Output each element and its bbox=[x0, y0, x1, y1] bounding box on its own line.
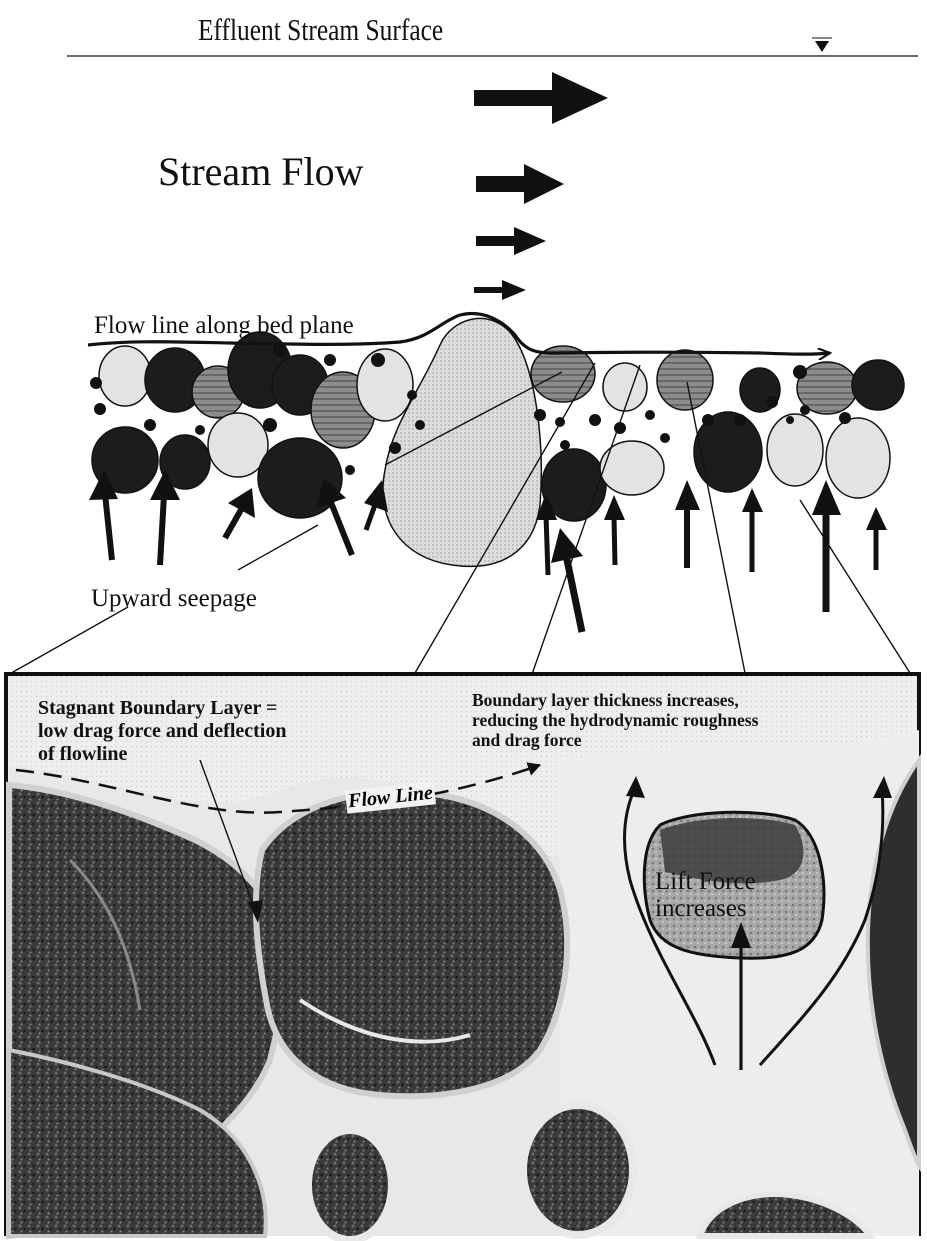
lift-label-line: increases bbox=[655, 895, 756, 922]
boundary-label-line: Boundary layer thickness increases, bbox=[472, 690, 758, 710]
right-arrow-icon bbox=[474, 280, 526, 300]
inset-grain-small-2 bbox=[523, 1105, 633, 1235]
right-arrow-icon bbox=[474, 72, 608, 124]
up-arrow-icon bbox=[866, 507, 887, 570]
right-arrow-icon bbox=[476, 164, 564, 204]
water-surface-label: Effluent Stream Surface bbox=[198, 12, 443, 48]
flow-velocity-arrows bbox=[474, 72, 608, 300]
boundary-label-line: and drag force bbox=[472, 730, 758, 750]
water-level-triangle-icon bbox=[815, 41, 829, 52]
inset-grain-small-1 bbox=[308, 1130, 392, 1240]
stagnant-boundary-label: Stagnant Boundary Layer = low drag force… bbox=[38, 697, 287, 766]
lift-label-line: Lift Force bbox=[655, 868, 756, 895]
right-arrow-icon bbox=[476, 227, 546, 255]
stream-flow-label: Stream Flow bbox=[158, 148, 364, 195]
up-arrow-icon bbox=[225, 488, 255, 538]
stagnant-label-line: of flowline bbox=[38, 743, 287, 766]
up-arrow-icon bbox=[316, 478, 352, 555]
upward-seepage-label: Upward seepage bbox=[91, 585, 257, 613]
up-arrow-icon bbox=[675, 480, 700, 568]
stagnant-label-line: low drag force and deflection bbox=[38, 720, 287, 743]
boundary-thickness-label: Boundary layer thickness increases, redu… bbox=[472, 690, 758, 750]
large-grain bbox=[383, 318, 541, 566]
up-arrow-icon bbox=[604, 495, 625, 565]
up-arrow-icon bbox=[812, 480, 841, 612]
boundary-label-line: reducing the hydrodynamic roughness bbox=[472, 710, 758, 730]
bed-plane-label: Flow line along bed plane bbox=[94, 312, 354, 340]
stagnant-label-line: Stagnant Boundary Layer = bbox=[38, 697, 287, 720]
up-arrow-icon bbox=[742, 488, 763, 572]
inset-grain-center bbox=[256, 792, 567, 1097]
lift-force-label: Lift Force increases bbox=[655, 868, 756, 922]
